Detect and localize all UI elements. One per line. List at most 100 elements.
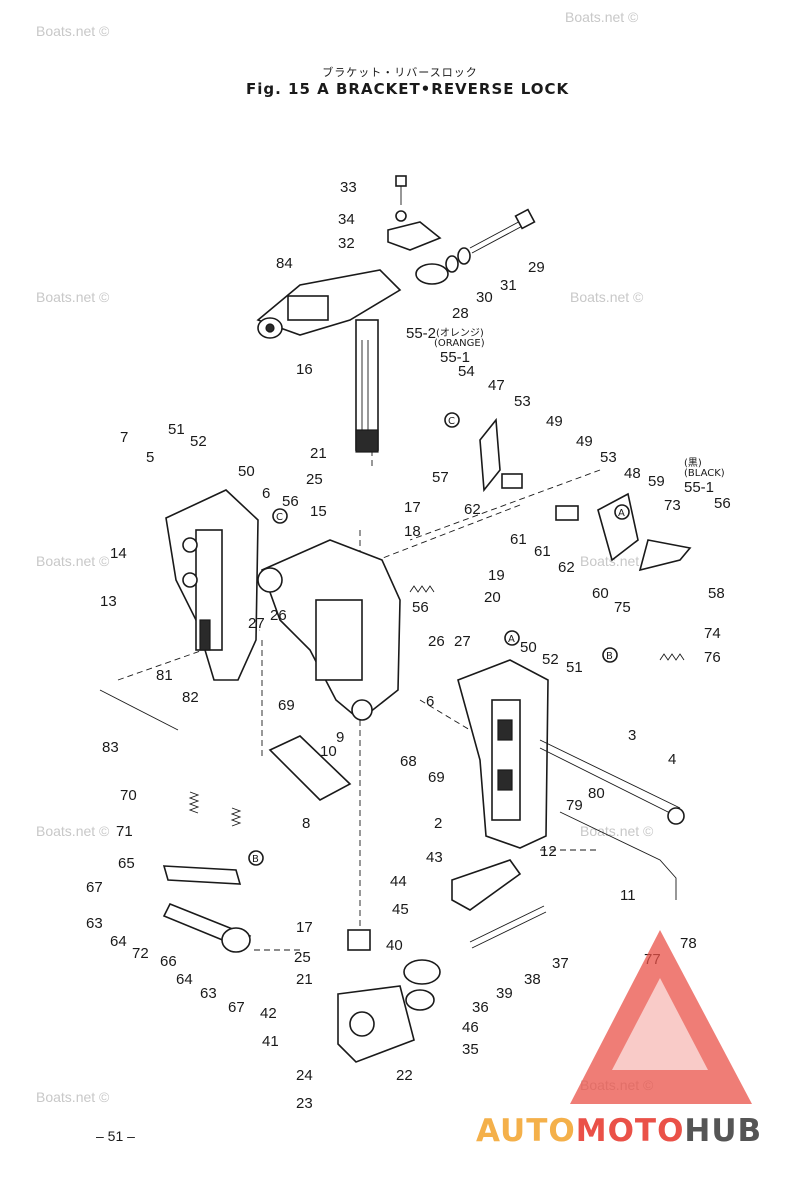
automotohub-logo-text: AUTOMOTOHUB (476, 1113, 762, 1149)
part-label: 56 (714, 495, 731, 512)
part-label: 49 (546, 413, 563, 430)
part-label: 76 (704, 649, 721, 666)
watermark-text: Boats.net © (580, 553, 654, 569)
part-label: 26 (428, 633, 445, 650)
part-label: 57 (432, 469, 449, 486)
part-label: 61 (534, 543, 551, 560)
part-label: 54 (458, 363, 475, 380)
part-label: 34 (338, 211, 355, 228)
part-label: 78 (680, 935, 697, 952)
part-label: 56 (282, 493, 299, 510)
part-label: 82 (182, 689, 199, 706)
part-label: 3 (628, 727, 636, 744)
part-label: 14 (110, 545, 127, 562)
part-label: 46 (462, 1019, 479, 1036)
reverse-lock-arm (479, 417, 692, 572)
part-label: 35 (462, 1041, 479, 1058)
logo-part-hub: HUB (684, 1113, 763, 1149)
part-label: 63 (86, 915, 103, 932)
part-label: 11 (620, 887, 636, 904)
callout-c: C (276, 512, 283, 523)
part-label: 10 (320, 743, 337, 760)
part-label: 22 (396, 1067, 413, 1084)
part-label: 48 (624, 465, 641, 482)
part-label: 64 (176, 971, 193, 988)
part-label: 28 (452, 305, 469, 322)
bracket-85 (256, 269, 402, 339)
part-label: 53 (514, 393, 531, 410)
plate-43 (451, 859, 522, 911)
watermarks: Boats.net © Boats.net © Boats.net © Boat… (36, 9, 654, 1105)
part-label: 5 (146, 449, 154, 466)
part-label: 27 (454, 633, 471, 650)
part-label: 12 (540, 843, 557, 860)
note-black-ja: (黒) (684, 457, 702, 469)
part-label: 38 (524, 971, 541, 988)
part-label: 39 (496, 985, 513, 1002)
part-label: 61 (510, 531, 527, 548)
part-label: 31 (500, 277, 517, 294)
bolt-33 (395, 175, 407, 205)
part-label: 41 (262, 1033, 279, 1050)
callouts: C C A A B B (248, 412, 630, 866)
part-label: 51 (168, 421, 185, 438)
callout-a: A (508, 634, 515, 645)
note-orange-en: (ORANGE) (434, 338, 485, 349)
part-label: 73 (664, 497, 681, 514)
callout-c: C (448, 416, 455, 427)
part-label: 9 (336, 729, 344, 746)
part-label: 58 (708, 585, 725, 602)
part-label: 43 (426, 849, 443, 866)
part-label: 71 (116, 823, 133, 840)
part-label: 52 (190, 433, 207, 450)
lock-mechanism-lower-left (99, 689, 252, 953)
part-label: 47 (488, 377, 505, 394)
part-label: 55-1 (440, 349, 470, 366)
part-label: 84 (276, 255, 293, 272)
part-label: 72 (132, 945, 149, 962)
part-label: 33 (340, 179, 357, 196)
part-label: 17 (296, 919, 313, 936)
part-label: 40 (386, 937, 403, 954)
part-label: 50 (520, 639, 537, 656)
part-label: 23 (296, 1095, 313, 1112)
part-label: 55-2 (406, 325, 436, 342)
part-label: 68 (400, 753, 417, 770)
part-label: 18 (404, 523, 421, 540)
part-label: 62 (464, 501, 481, 518)
part-label: 69 (278, 697, 295, 714)
part-label: 21 (296, 971, 313, 988)
part-label: 7 (120, 429, 128, 446)
part-labels: 33 34 32 29 31 30 28 84 55-2 55-1 54 16 … (86, 179, 731, 1112)
steering-shaft (355, 319, 379, 453)
note-orange-ja: (オレンジ) (436, 327, 484, 339)
watermark-text: Boats.net © (36, 23, 110, 39)
part-label: 49 (576, 433, 593, 450)
part-label: 25 (306, 471, 323, 488)
part-label: 2 (434, 815, 442, 832)
callout-b: B (252, 854, 259, 865)
part-label: 27 (248, 615, 265, 632)
watermark-text: Boats.net © (36, 553, 110, 569)
part-label: 66 (160, 953, 177, 970)
watermark-text: Boats.net © (570, 289, 644, 305)
bolt-37 (469, 905, 547, 949)
part-label: 75 (614, 599, 631, 616)
part-label: 74 (704, 625, 721, 642)
note-black-en: (BLACK) (684, 468, 725, 479)
callout-a: A (618, 508, 625, 519)
part-label: 81 (156, 667, 173, 684)
watermark-text: Boats.net © (580, 823, 654, 839)
part-label: 44 (390, 873, 407, 890)
part-label: 29 (528, 259, 545, 276)
part-label: 4 (668, 751, 676, 768)
part-label: 42 (260, 1005, 277, 1022)
spring-parts (188, 585, 685, 827)
part-label: 19 (488, 567, 505, 584)
part-label: 67 (86, 879, 103, 896)
part-label: 50 (238, 463, 255, 480)
callout-b: B (606, 651, 613, 662)
part-label: 65 (118, 855, 135, 872)
part-label: 51 (566, 659, 583, 676)
